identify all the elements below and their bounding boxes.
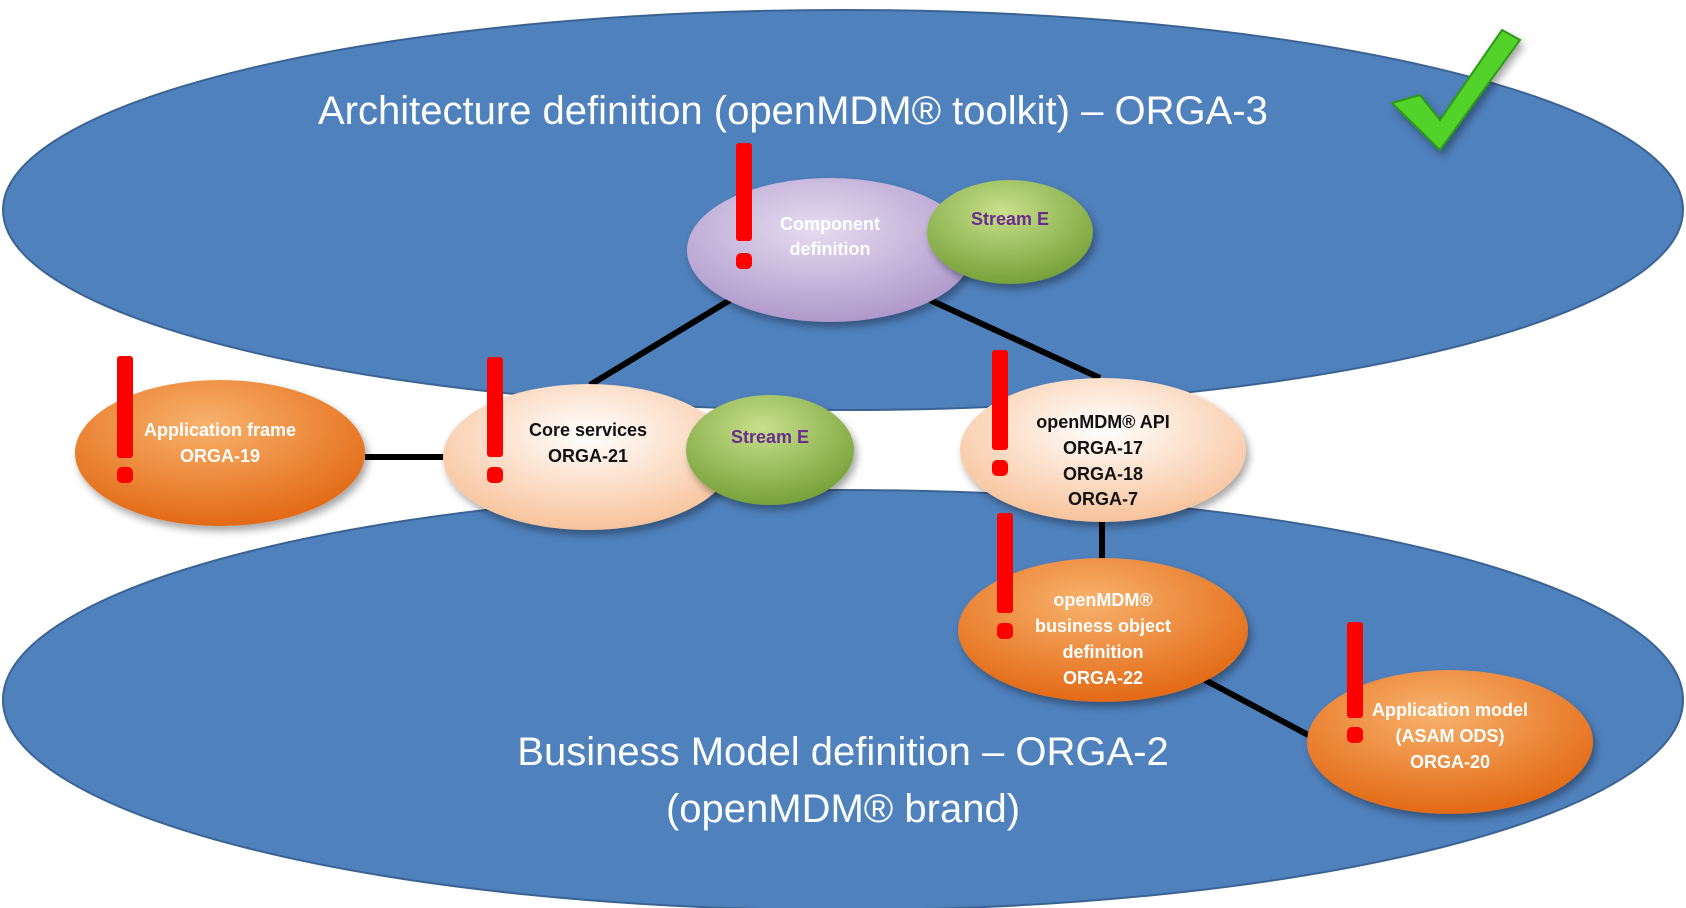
node-label: Stream E (971, 209, 1049, 229)
warnings (117, 143, 1363, 743)
connector-bo-appmodel (1203, 677, 1314, 740)
exclamation-icon (117, 356, 133, 483)
exclamation-icon (997, 513, 1013, 639)
node-label: definition (1063, 642, 1144, 662)
stream-e-top-node: Stream E (927, 180, 1093, 284)
node-label: definition (790, 239, 871, 259)
node-label: Application model (1372, 700, 1528, 720)
openmdm-api-node: openMDM® API ORGA-17 ORGA-18 ORGA-7 (960, 378, 1246, 522)
exclamation-icon (487, 357, 503, 483)
node-label: ORGA-7 (1068, 489, 1138, 509)
node-label: openMDM® (1053, 590, 1152, 610)
business-title-line1: Business Model definition – ORGA-2 (517, 730, 1168, 774)
checkmark-icon (1390, 28, 1522, 152)
exclamation-icon (1347, 622, 1363, 743)
connector-component-core (588, 297, 732, 388)
node-label: Component (780, 214, 880, 234)
node-label: business object (1035, 616, 1171, 636)
node-label: (ASAM ODS) (1396, 726, 1505, 746)
application-model-node: Application model (ASAM ODS) ORGA-20 (1307, 670, 1593, 814)
node-label: ORGA-20 (1410, 752, 1490, 772)
node-label: ORGA-21 (548, 446, 628, 466)
node-label: Stream E (731, 427, 809, 447)
exclamation-icon (736, 143, 752, 269)
connector-component-api (928, 297, 1102, 381)
node-label: Core services (529, 420, 647, 440)
exclamation-icon (992, 350, 1008, 476)
connectors (365, 297, 1314, 740)
business-object-node: openMDM® business object definition ORGA… (958, 558, 1248, 702)
node-label: ORGA-19 (180, 446, 260, 466)
business-model-region (2, 489, 1684, 908)
application-frame-node: Application frame ORGA-19 (75, 380, 365, 526)
node-label: ORGA-17 (1063, 438, 1143, 458)
stream-e-mid-node: Stream E (686, 395, 854, 505)
node-label: ORGA-22 (1063, 668, 1143, 688)
component-definition-node: Component definition (687, 178, 973, 322)
node-label: Application frame (144, 420, 296, 440)
node-label: openMDM® API (1036, 412, 1170, 432)
architecture-title: Architecture definition (openMDM® toolki… (318, 89, 1268, 133)
node-label: ORGA-18 (1063, 464, 1143, 484)
core-services-node: Core services ORGA-21 (443, 384, 733, 530)
business-title-line2: (openMDM® brand) (666, 787, 1020, 831)
